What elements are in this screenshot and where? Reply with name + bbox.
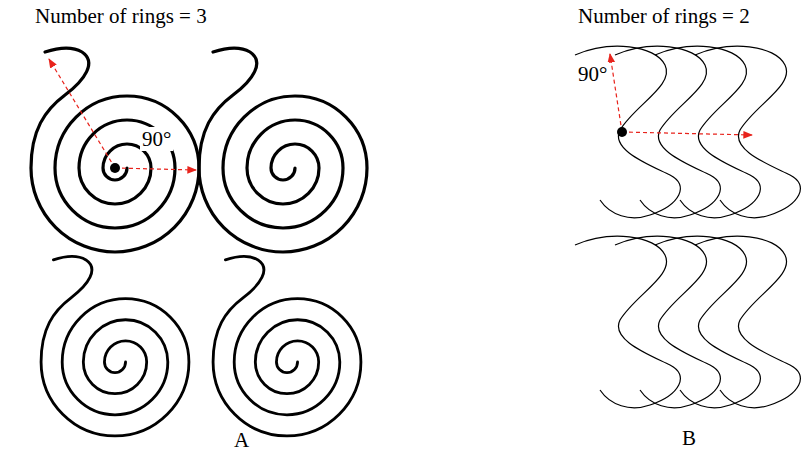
panel-letter: B	[680, 426, 698, 450]
angle-label: 90°	[140, 127, 173, 151]
panel-letter: A	[232, 428, 251, 452]
center-dot	[617, 127, 627, 137]
center-dot	[110, 163, 120, 173]
panel-heading: Number of rings = 2	[576, 4, 752, 28]
spiral	[199, 48, 367, 252]
wave-group	[575, 46, 800, 217]
angle-arrow	[49, 59, 115, 168]
spiral	[31, 48, 199, 252]
angle-arrow	[622, 132, 752, 135]
angle-arrow	[115, 168, 196, 170]
angle-arrow	[610, 54, 622, 132]
panel-heading: Number of rings = 3	[33, 4, 209, 28]
wave-group	[575, 236, 800, 407]
spiral	[41, 257, 189, 436]
angle-label: 90°	[576, 62, 609, 86]
spiral	[213, 257, 361, 436]
